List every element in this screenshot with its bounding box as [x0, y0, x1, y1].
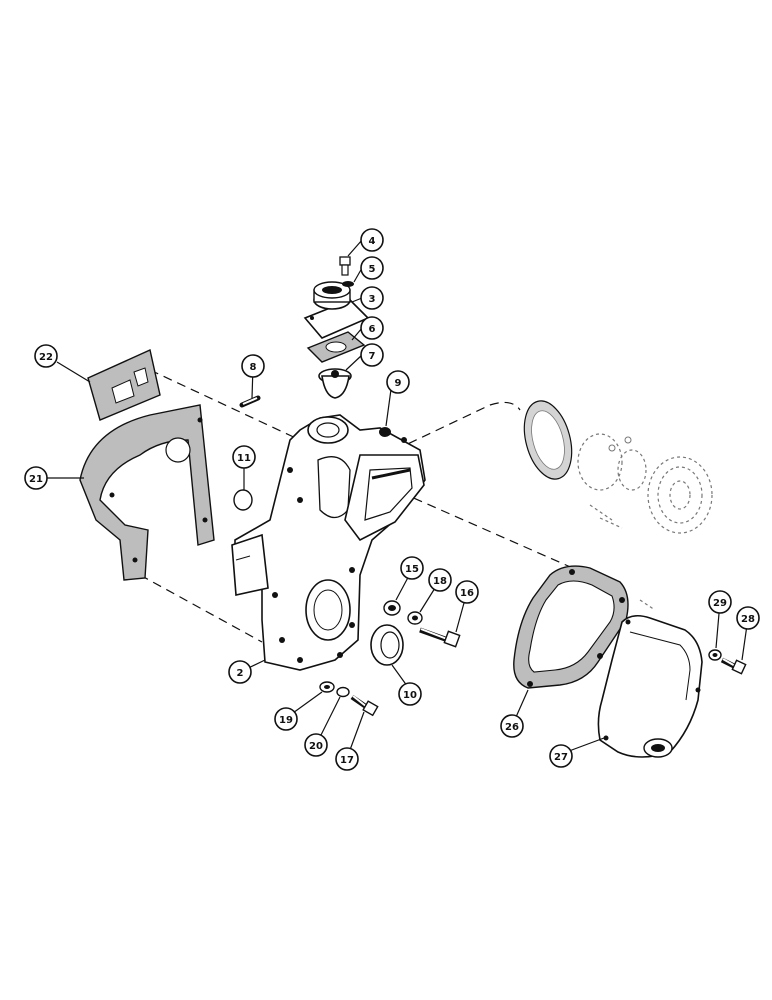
pump-gasket-part-26: [513, 565, 629, 689]
callout-7: 7: [360, 343, 384, 367]
callout-22: 22: [34, 344, 58, 368]
water-pump-ghost: [523, 400, 713, 534]
callout-15-label: 15: [405, 564, 419, 575]
callout-6: 6: [360, 316, 384, 340]
callout-15: 15: [400, 556, 424, 580]
thermostat-housing-part-3: [303, 281, 370, 339]
callout-5: 5: [360, 256, 384, 280]
cover-gasket-part-21: [79, 404, 215, 581]
callout-5-label: 5: [369, 264, 376, 275]
washer-part-19: [319, 681, 335, 693]
callout-10: 10: [398, 682, 422, 706]
gasket-small-part-22: [87, 349, 161, 421]
lockwasher-part-20: [336, 686, 350, 698]
callout-6-label: 6: [369, 324, 376, 335]
callout-4: 4: [360, 228, 384, 252]
callout-18: 18: [428, 568, 452, 592]
callout-27: 27: [549, 744, 573, 768]
thermostat-gasket-part-6: [306, 331, 366, 363]
callout-11-label: 11: [237, 453, 251, 464]
callout-8: 8: [241, 354, 265, 378]
callout-2: 2: [228, 660, 252, 684]
callout-27-label: 27: [554, 752, 568, 763]
plug-part-11: [233, 489, 253, 511]
callout-28-label: 28: [741, 614, 755, 625]
oil-seal-part-10: [370, 624, 404, 666]
callout-17-label: 17: [340, 755, 354, 766]
bolt-part-16: [419, 627, 461, 648]
callout-20: 20: [304, 733, 328, 757]
bolt-part-28: [720, 657, 747, 675]
callout-26: 26: [500, 714, 524, 738]
callout-16: 16: [455, 580, 479, 604]
callout-22-label: 22: [39, 352, 53, 363]
plug-part-9: [379, 427, 391, 437]
washer-part-18: [407, 611, 423, 625]
bushing-part-15: [383, 600, 401, 616]
callout-3: 3: [360, 286, 384, 310]
thermostat-part-7: [318, 368, 352, 399]
callout-19-label: 19: [279, 715, 293, 726]
washer-part-29: [708, 649, 722, 661]
callout-18-label: 18: [433, 576, 447, 587]
pump-cover-part-27: [597, 614, 703, 758]
callout-10-label: 10: [403, 690, 417, 701]
callout-11: 11: [232, 445, 256, 469]
callout-29-label: 29: [713, 598, 727, 609]
callout-19: 19: [274, 707, 298, 731]
callout-26-label: 26: [505, 722, 519, 733]
callout-28: 28: [736, 606, 760, 630]
assembly-lines: [139, 369, 656, 643]
callout-3-label: 3: [369, 294, 376, 305]
callout-29: 29: [708, 590, 732, 614]
callout-17: 17: [335, 747, 359, 771]
callout-4-label: 4: [369, 236, 376, 247]
callout-20-label: 20: [309, 741, 323, 752]
callout-7-label: 7: [369, 351, 376, 362]
washer-part-5: [342, 281, 354, 287]
bolt-part-4: [339, 256, 351, 276]
callout-9-label: 9: [395, 378, 402, 389]
callout-8-label: 8: [250, 362, 257, 373]
gear-housing-part-2: [231, 414, 426, 671]
callout-2-label: 2: [237, 668, 244, 679]
callout-16-label: 16: [460, 588, 474, 599]
callout-9: 9: [386, 370, 410, 394]
stud-part-8: [239, 395, 261, 408]
callout-21-label: 21: [29, 474, 43, 485]
callout-21: 21: [24, 466, 48, 490]
bolt-part-17: [350, 694, 379, 717]
